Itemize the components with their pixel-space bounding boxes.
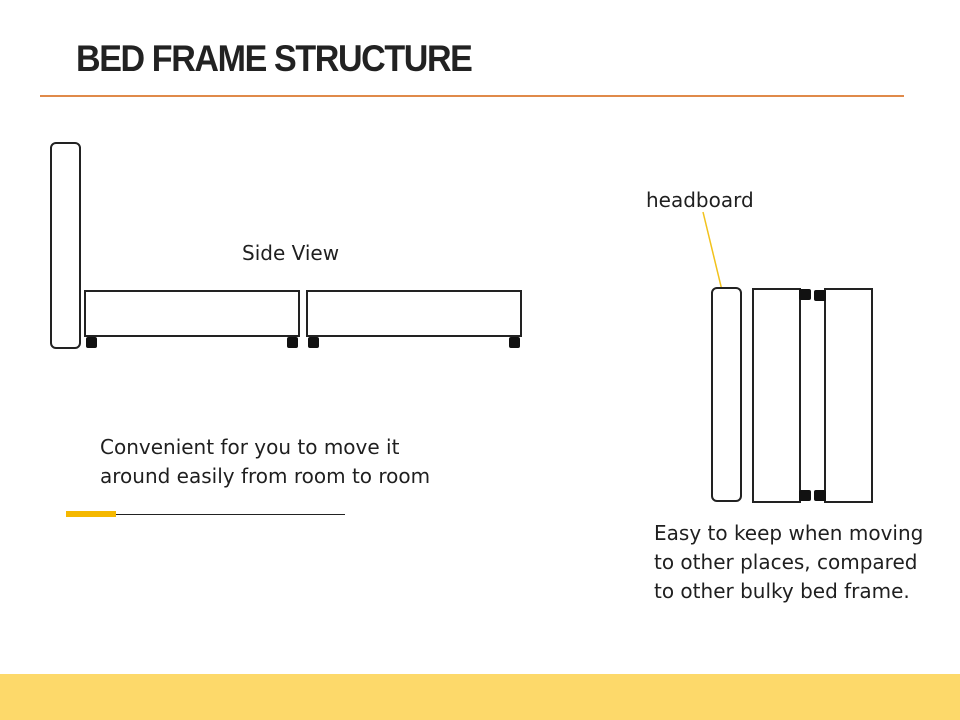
side-headboard <box>50 142 81 349</box>
side-view-label: Side View <box>242 241 340 265</box>
caption-line: to other bulky bed frame. <box>654 579 910 603</box>
caption-line: to other places, compared <box>654 550 918 574</box>
slide-title: BED FRAME STRUCTURE <box>76 38 473 79</box>
stored-base-panel-2 <box>824 288 873 503</box>
stored-view-diagram <box>702 211 873 503</box>
caption-line: around easily from room to room <box>100 464 431 488</box>
side-wheel-2 <box>287 337 298 348</box>
side-view-diagram <box>50 142 522 349</box>
side-wheel-4 <box>509 337 520 348</box>
side-wheel-3 <box>308 337 319 348</box>
storage-caption: Easy to keep when moving to other places… <box>654 519 923 606</box>
stored-wheel-4 <box>814 490 826 501</box>
stored-headboard <box>711 287 742 502</box>
caption-underline <box>116 514 345 515</box>
side-base-frame-2 <box>306 290 522 337</box>
headboard-label: headboard <box>646 188 754 212</box>
stored-wheel-2 <box>814 290 826 301</box>
stored-wheel-1 <box>799 289 811 300</box>
stored-wheel-3 <box>799 490 811 501</box>
caption-line: Convenient for you to move it <box>100 435 400 459</box>
side-wheel-1 <box>86 337 97 348</box>
title-divider <box>40 95 904 97</box>
side-base-frame-1 <box>84 290 300 337</box>
accent-underline <box>66 511 116 517</box>
caption-line: Easy to keep when moving <box>654 521 924 545</box>
footer-band <box>0 674 960 720</box>
stored-base-panel-1 <box>752 288 801 503</box>
portability-caption: Convenient for you to move it around eas… <box>100 433 430 491</box>
